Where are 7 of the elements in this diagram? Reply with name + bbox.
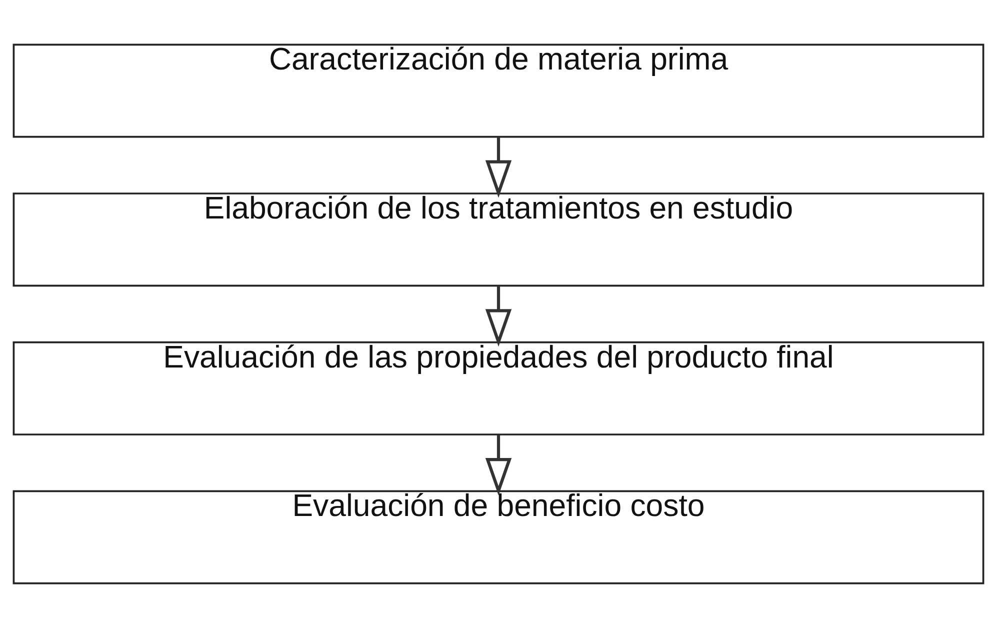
- node-box: Evaluación de beneficio costo: [12, 490, 984, 584]
- node-box: Evaluación de las propiedades del producto final: [12, 340, 984, 435]
- arrow: [485, 434, 512, 495]
- arrow: [485, 286, 512, 346]
- node-box: Caracterización de materia prima: [12, 43, 984, 138]
- arrow: [485, 136, 512, 198]
- node-box: Elaboración de los tratamientos en estudio: [12, 192, 984, 286]
